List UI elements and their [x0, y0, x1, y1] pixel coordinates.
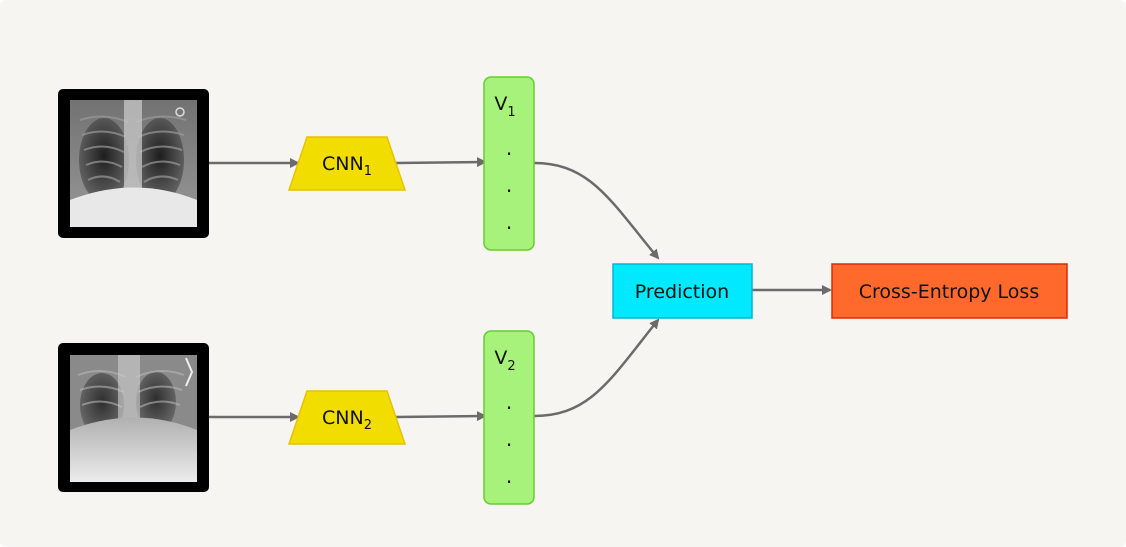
- v1-label: V: [494, 93, 507, 115]
- v2-dot-3: .: [506, 464, 512, 488]
- svg-text:CNN2: CNN2: [322, 407, 372, 433]
- cnn1-subscript: 1: [364, 164, 372, 179]
- arrow-cnn1-to-v1: [395, 157, 487, 168]
- cnn2-node: CNN2: [287, 390, 407, 445]
- v1-dot-2: .: [506, 173, 512, 197]
- v1-subscript: 1: [507, 105, 515, 120]
- svg-text:CNN1: CNN1: [322, 153, 372, 179]
- cnn1-label: CNN: [322, 153, 364, 175]
- cnn2-subscript: 2: [364, 418, 372, 433]
- svg-text:V2: V2: [494, 347, 515, 374]
- loss-node: Cross-Entropy Loss: [831, 263, 1068, 319]
- cnn1-node: CNN1: [287, 136, 407, 191]
- v2-label: V: [494, 347, 507, 369]
- v1-dot-1: .: [506, 136, 512, 160]
- v2-node: V2 . . .: [483, 330, 535, 505]
- arrow-cnn2-to-v2: [395, 411, 487, 422]
- v2-dot-1: .: [506, 390, 512, 414]
- prediction-label: Prediction: [635, 281, 729, 303]
- v1-node: V1 . . .: [483, 76, 535, 251]
- svg-text:V1: V1: [494, 93, 515, 120]
- arrow-v1-to-prediction: [533, 161, 660, 260]
- v2-dot-2: .: [506, 427, 512, 451]
- arrow-v2-to-prediction: [533, 318, 660, 418]
- v2-subscript: 2: [507, 359, 515, 374]
- chest-xray-1-image: [58, 89, 209, 238]
- v1-dot-3: .: [506, 210, 512, 234]
- chest-xray-2-image: [58, 343, 209, 492]
- cnn2-label: CNN: [322, 407, 364, 429]
- prediction-node: Prediction: [612, 263, 753, 319]
- loss-label: Cross-Entropy Loss: [859, 281, 1039, 303]
